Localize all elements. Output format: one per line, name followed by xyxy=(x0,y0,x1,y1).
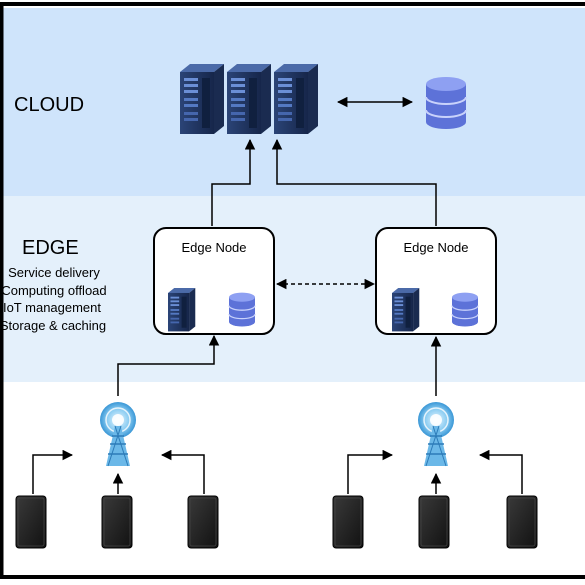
device-band xyxy=(0,382,585,572)
mobile-device-icon xyxy=(506,495,538,549)
edge-node-right-label: Edge Node xyxy=(403,240,468,255)
device-link xyxy=(347,449,394,494)
device-link xyxy=(478,449,523,494)
mobile-device-icon xyxy=(101,495,133,549)
server-rack-icon xyxy=(227,64,271,134)
edge-function-1: Service delivery xyxy=(8,265,100,280)
edge-function-4: Storage & caching xyxy=(0,318,106,333)
tower-left-to-edge xyxy=(117,334,220,396)
edge-layer-title: EDGE xyxy=(22,237,79,259)
device-link xyxy=(160,449,205,494)
edge-function-2: Computing offload xyxy=(1,283,106,298)
database-icon xyxy=(451,291,479,328)
device-link xyxy=(32,449,74,494)
server-rack-icon xyxy=(180,64,224,134)
mobile-device-icon xyxy=(418,495,450,549)
cloud-server-cluster xyxy=(180,64,318,134)
edge-right-to-cloud xyxy=(271,138,437,226)
edge-node-left-label: Edge Node xyxy=(181,240,246,255)
cloud-database-icon xyxy=(425,76,467,130)
server-rack-icon xyxy=(392,288,420,332)
edge-left-to-cloud xyxy=(211,138,256,226)
mobile-device-icon xyxy=(15,495,47,549)
mobile-device-icon xyxy=(332,495,364,549)
mobile-device-icon xyxy=(187,495,219,549)
edge-function-3: IoT management xyxy=(3,300,101,315)
server-rack-icon xyxy=(274,64,318,134)
database-icon xyxy=(228,291,256,328)
cloud-layer-title: CLOUD xyxy=(14,94,84,116)
server-rack-icon xyxy=(168,288,196,332)
